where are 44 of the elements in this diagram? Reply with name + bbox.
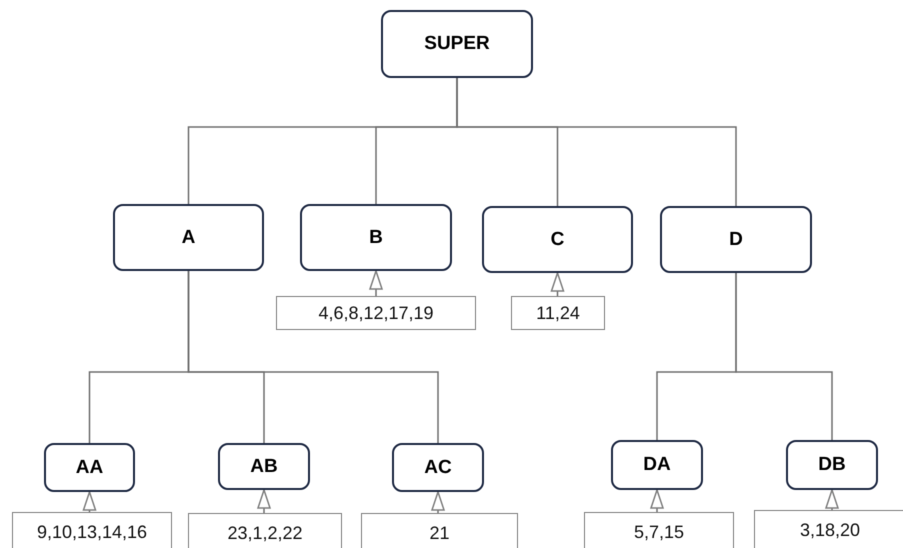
number-list: 4,6,8,12,17,19 [318,302,434,324]
category-label: DB [818,454,846,476]
number-list-box [276,296,476,330]
number-list-box [584,512,734,548]
number-list: 23,1,2,22 [227,522,303,544]
category-label: DA [643,454,671,476]
category-label: AA [76,456,104,478]
category-label: AC [424,456,452,478]
category-label: B [369,226,383,248]
number-list-box [188,513,342,548]
connector-line [456,78,737,206]
category-box [113,204,264,271]
connector-line [188,271,439,443]
category-label: AB [250,456,278,478]
category-box [392,443,484,492]
number-list: 3,18,20 [800,520,860,540]
number-list: 9,10,13,14,16 [36,522,148,542]
category-label: D [729,228,743,250]
category-box [381,10,533,78]
connector-line [735,273,833,440]
category-box [611,440,703,490]
number-list: 5,7,15 [634,522,684,542]
category-label: A [182,226,196,248]
category-label: C [550,228,564,250]
arrow [431,491,445,513]
number-list-box [12,512,172,548]
arrow [650,489,664,512]
category-box [44,443,135,492]
arrow [369,270,383,296]
category-label: SUPER [424,33,490,55]
number-list-box [511,296,605,330]
arrow [550,272,564,296]
category-box [660,206,812,273]
number-list-box [754,510,903,548]
number-list: 11,24 [536,302,580,324]
category-box [482,206,633,273]
category-box [218,443,310,490]
number-list-box [361,513,518,548]
arrow [825,489,839,510]
category-box [300,204,452,271]
arrow [257,489,271,513]
number-list: 21 [429,522,450,544]
category-box [786,440,878,490]
arrow [82,491,96,512]
